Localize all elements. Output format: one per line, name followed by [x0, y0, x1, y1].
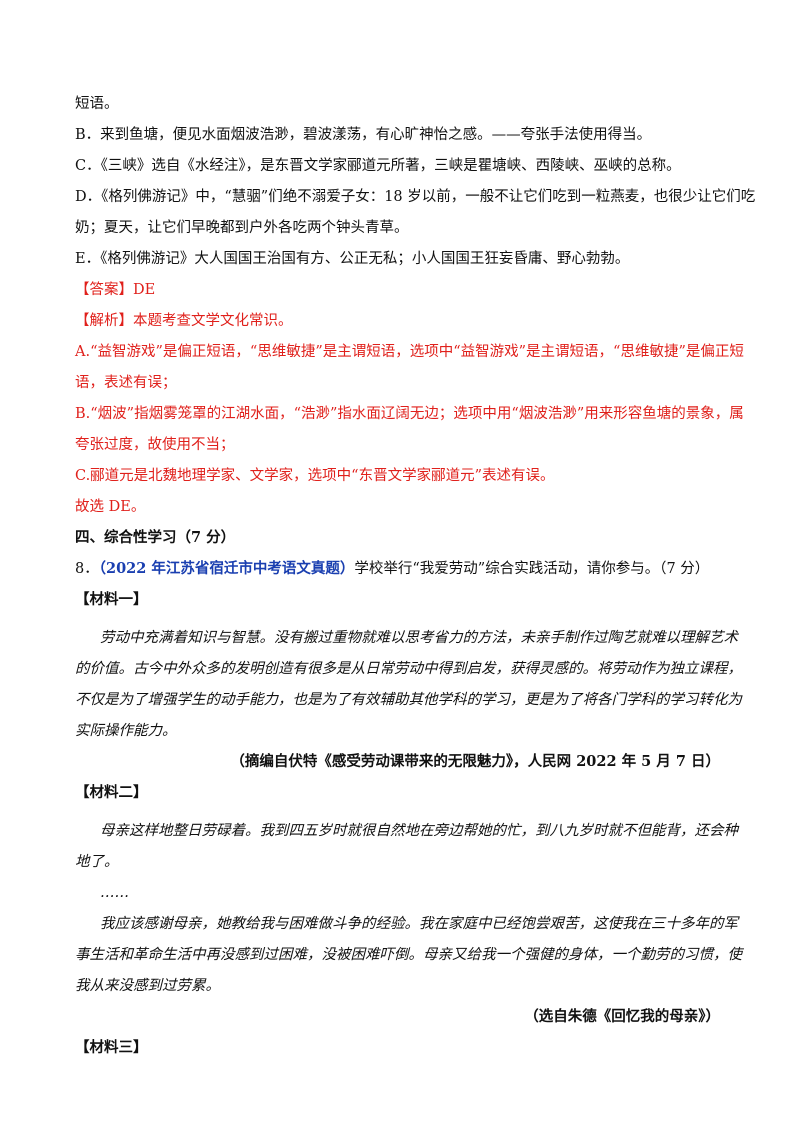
analysis-line: 【解析】本题考查文学文化常识。 — [75, 313, 293, 329]
analysis-b-line1: B.“烟波”指烟雾笼罩的江湖水面，“浩渺”指水面辽阔无边；选项中用“烟波浩渺”用… — [75, 406, 744, 422]
question-source: （2022 年江苏省宿迁市中考语文真题） — [98, 560, 355, 577]
material-1-line2: 的价值。古今中外众多的发明创造有很多是从日常劳动中得到启发，获得灵感的。将劳动作… — [75, 661, 742, 677]
option-d-line1: D．《格列佛游记》中，“慧骃”们绝不溺爱子女：18 岁以前，一般不让它们吃到一粒… — [75, 189, 756, 205]
material-2-line1: 母亲这样地整日劳碌着。我到四五岁时就很自然地在旁边帮她的忙，到八九岁时就不但能背… — [100, 823, 738, 839]
analysis-a-line2: 语，表述有误； — [75, 375, 177, 391]
option-c: C．《三峡》选自《水经注》，是东晋文学家郦道元所著，三峡是瞿塘峡、西陵峡、巫峡的… — [75, 158, 681, 174]
material-2-line5: 我从来没感到过劳累。 — [75, 978, 220, 994]
material-2-source: （选自朱德《回忆我的母亲》） — [524, 1008, 720, 1025]
question-number: 8． — [75, 561, 99, 577]
section-heading: 四、综合性学习（7 分） — [75, 529, 236, 546]
question-8: 8．（2022 年江苏省宿迁市中考语文真题）学校举行“我爱劳动”综合实践活动，请… — [75, 558, 735, 580]
text-line: 短语。 — [75, 96, 119, 112]
material-1-title: 【材料一】 — [75, 591, 148, 608]
option-d-line2: 奶；夏天，让它们早晚都到户外各吃两个钟头青草。 — [75, 220, 409, 236]
analysis-b-line2: 夸张过度，故使用不当； — [75, 437, 235, 453]
question-text: 学校举行“我爱劳动”综合实践活动，请你参与。（7 分） — [354, 561, 710, 577]
material-2-title: 【材料二】 — [75, 784, 148, 801]
analysis-c-line: C.郦道元是北魏地理学家、文学家，选项中“东晋文学家郦道元”表述有误。 — [75, 468, 555, 484]
material-2-ellipsis: …… — [100, 885, 129, 901]
material-2-line4: 事生活和革命生活中再没感到过困难，没被困难吓倒。母亲又给我一个强健的身体，一个勤… — [75, 947, 742, 963]
option-e: E．《格列佛游记》大人国国王治国有方、公正无私；小人国国王狂妄昏庸、野心勃勃。 — [75, 251, 630, 267]
material-1-source: （摘编自伏特《感受劳动课带来的无限魅力》，人民网 2022 年 5 月 7 日） — [230, 753, 720, 770]
analysis-conclusion: 故选 DE。 — [75, 499, 146, 515]
answer-line: 【答案】DE — [75, 282, 156, 298]
material-3-title: 【材料三】 — [75, 1039, 148, 1056]
option-b: B．来到鱼塘，便见水面烟波浩渺，碧波漾荡，有心旷神怡之感。——夸张手法使用得当。 — [75, 127, 652, 143]
material-2-line3: 我应该感谢母亲，她教给我与困难做斗争的经验。我在家庭中已经饱尝艰苦，这使我在三十… — [100, 916, 738, 932]
material-1-line4: 实际操作能力。 — [75, 723, 177, 739]
material-1-line3: 不仅是为了增强学生的动手能力，也是为了有效辅助其他学科的学习，更是为了将各门学科… — [75, 692, 742, 708]
material-2-line2: 地了。 — [75, 854, 119, 870]
material-1-line1: 劳动中充满着知识与智慧。没有搬过重物就难以思考省力的方法，未亲手制作过陶艺就难以… — [100, 630, 738, 646]
analysis-a-line1: A.“益智游戏”是偏正短语，“思维敏捷”是主谓短语，选项中“益智游戏”是主谓短语… — [75, 344, 744, 360]
